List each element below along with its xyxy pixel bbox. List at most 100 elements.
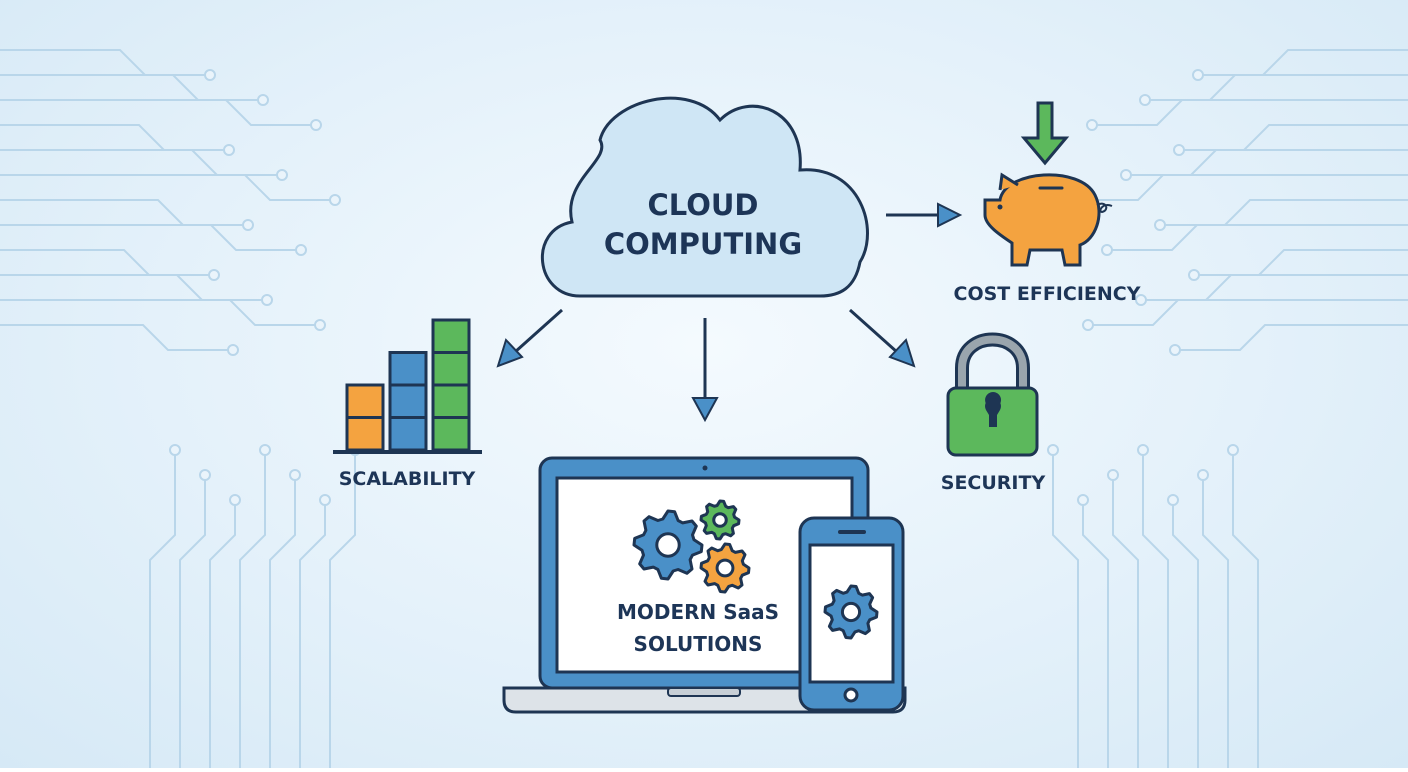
circuit-trace xyxy=(179,475,206,768)
padlock-icon xyxy=(946,332,1039,457)
circuit-trace xyxy=(1175,324,1408,351)
cost-efficiency-label: COST EFFICIENCY xyxy=(954,283,1141,305)
circuit-trace xyxy=(0,49,210,76)
circuit-trace xyxy=(0,199,248,226)
circuit-node xyxy=(1107,469,1119,481)
circuit-trace xyxy=(1232,450,1259,768)
circuit-trace xyxy=(1198,49,1408,76)
circuit-trace xyxy=(209,500,236,768)
circuit-trace xyxy=(1160,199,1408,226)
circuit-trace xyxy=(239,450,266,768)
circuit-trace xyxy=(1112,475,1139,768)
arrow-to-security xyxy=(849,308,916,368)
circuit-node xyxy=(1167,494,1179,506)
circuit-node xyxy=(1188,269,1200,281)
circuit-node xyxy=(289,469,301,481)
circuit-node xyxy=(1135,294,1147,306)
circuit-node xyxy=(1082,319,1094,331)
circuit-trace xyxy=(329,450,356,768)
circuit-trace xyxy=(1172,500,1199,768)
circuit-node xyxy=(295,244,307,256)
bar-block xyxy=(431,383,471,419)
circuit-trace xyxy=(1088,299,1408,326)
circuit-node xyxy=(227,344,239,356)
circuit-trace xyxy=(0,274,267,301)
bar-block xyxy=(431,351,471,387)
circuit-trace xyxy=(0,74,263,101)
circuit-node xyxy=(261,294,273,306)
circuit-trace xyxy=(1092,99,1408,126)
circuit-trace xyxy=(0,99,316,126)
circuit-trace xyxy=(149,450,176,768)
cloud-icon xyxy=(540,96,869,298)
circuit-node xyxy=(1086,119,1098,131)
bar-block xyxy=(431,318,471,354)
circuit-trace xyxy=(1202,475,1229,768)
circuit-node xyxy=(314,319,326,331)
circuit-node xyxy=(1173,144,1185,156)
circuit-node xyxy=(199,469,211,481)
circuit-node xyxy=(1120,169,1132,181)
circuit-node xyxy=(257,94,269,106)
circuit-trace xyxy=(0,124,229,151)
gear-icon xyxy=(632,509,704,581)
circuit-node xyxy=(242,219,254,231)
circuit-trace xyxy=(269,475,296,768)
circuit-node xyxy=(1137,444,1149,456)
cloud-title-line2: COMPUTING xyxy=(604,227,802,261)
circuit-node xyxy=(1169,344,1181,356)
circuit-trace xyxy=(0,149,282,176)
circuit-node xyxy=(1101,244,1113,256)
circuit-trace xyxy=(1142,450,1169,768)
arrow-to-scalability xyxy=(496,308,563,368)
arrow-to-cost xyxy=(886,202,963,228)
gear-icon xyxy=(823,584,879,640)
circuit-trace xyxy=(299,500,326,768)
circuit-node xyxy=(223,144,235,156)
circuit-node xyxy=(1047,444,1059,456)
bar-block xyxy=(345,383,385,419)
circuit-trace xyxy=(0,174,335,201)
circuit-trace xyxy=(1194,249,1408,276)
scalability-label: SCALABILITY xyxy=(339,468,476,490)
circuit-node xyxy=(169,444,181,456)
saas-label-line2: SOLUTIONS xyxy=(634,632,763,656)
circuit-trace xyxy=(0,224,301,251)
circuit-trace xyxy=(1073,174,1408,201)
circuit-node xyxy=(310,119,322,131)
circuit-node xyxy=(319,494,331,506)
circuit-node xyxy=(1192,69,1204,81)
circuit-trace xyxy=(1141,274,1408,301)
cloud-title-line1: CLOUD xyxy=(647,188,758,222)
bar-chart-icon xyxy=(333,318,482,454)
security-label: SECURITY xyxy=(941,472,1046,494)
bar-block xyxy=(388,383,428,419)
circuit-trace xyxy=(1052,450,1079,768)
circuit-node xyxy=(1154,219,1166,231)
circuit-trace xyxy=(1179,124,1408,151)
arrow-to-saas xyxy=(691,318,719,423)
circuit-background xyxy=(0,49,1408,768)
circuit-trace xyxy=(0,299,320,326)
circuit-trace xyxy=(1145,74,1408,101)
circuit-node xyxy=(1197,469,1209,481)
circuit-trace xyxy=(1126,149,1408,176)
circuit-node xyxy=(208,269,220,281)
bar-block xyxy=(388,351,428,387)
bar-block xyxy=(388,416,428,452)
circuit-trace xyxy=(0,324,233,351)
circuit-node xyxy=(1139,94,1151,106)
bar-block xyxy=(431,416,471,452)
circuit-node xyxy=(259,444,271,456)
gear-icon xyxy=(699,499,741,541)
saas-label-line1: MODERN SaaS xyxy=(617,600,779,624)
phone-icon xyxy=(798,516,905,712)
circuit-trace xyxy=(1107,224,1408,251)
circuit-node xyxy=(1077,494,1089,506)
circuit-trace xyxy=(0,249,214,276)
bar-block xyxy=(345,416,385,452)
circuit-node xyxy=(204,69,216,81)
circuit-node xyxy=(329,194,341,206)
gear-icon xyxy=(699,542,751,594)
